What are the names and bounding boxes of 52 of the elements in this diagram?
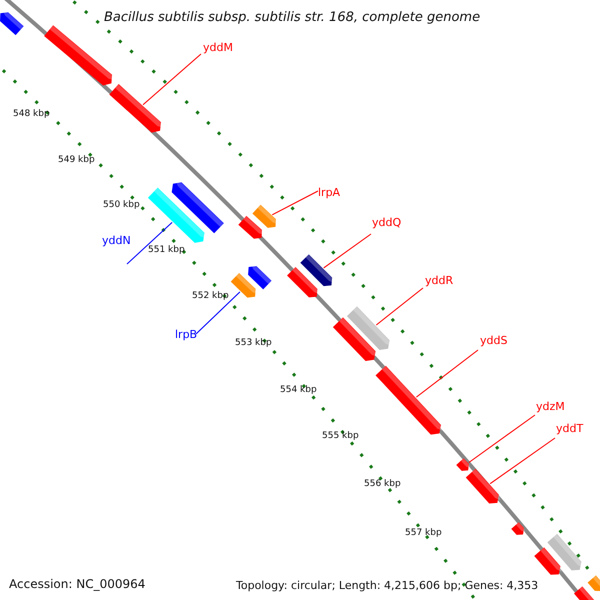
tick-label: 549 kbp (58, 156, 95, 165)
gene-label: yddN (102, 235, 131, 246)
gene-label: lrpB (175, 329, 198, 340)
gene-segment (252, 204, 278, 228)
tick-label: 552 kbp (192, 292, 229, 301)
tick-label: 550 kbp (103, 201, 140, 210)
gene-segment (238, 216, 264, 239)
gene-segment (456, 458, 470, 471)
leader-line (490, 438, 556, 484)
gene-label: lrpA (318, 187, 340, 198)
gene-label: yddT (556, 423, 584, 434)
gene-label: yddR (425, 275, 454, 286)
gene-segment (511, 522, 526, 535)
gene-label: yddQ (372, 217, 402, 228)
leader-line (126, 222, 173, 264)
tick-label: 556 kbp (364, 480, 401, 489)
gene-segment (172, 180, 224, 234)
genome-info-text: Topology: circular; Length: 4,215,606 bp; Genes: 4,353 (236, 580, 538, 591)
tick-label: 548 kbp (13, 110, 50, 119)
gene-label: ydzM (536, 401, 565, 412)
tick-label: 551 kbp (148, 246, 185, 255)
gene-segment (300, 254, 334, 286)
gene-segment (547, 534, 583, 570)
accession-text: Accession: NC_000964 (9, 578, 146, 590)
gene-label: yddS (480, 335, 508, 346)
leader-line (196, 291, 240, 334)
leader-line (468, 414, 536, 463)
gene-segment (44, 25, 114, 86)
tick-label: 553 kbp (235, 339, 272, 348)
gene-segment (574, 586, 596, 600)
leader-line (272, 190, 318, 216)
gene-segment (287, 267, 320, 298)
title: Bacillus subtilis subsp. subtilis str. 168, complete genome (104, 11, 480, 24)
gene-segment (148, 188, 206, 243)
leader-line (142, 54, 202, 106)
gene-segment (109, 84, 163, 133)
gene-segment (376, 366, 442, 435)
tick-label: 555 kbp (322, 432, 359, 441)
gene-segment (0, 10, 24, 36)
gene-segment (248, 264, 272, 290)
tick-label: 557 kbp (405, 529, 442, 538)
gene-label: yddM (203, 42, 233, 53)
leader-line (323, 234, 372, 268)
gene-segment (534, 547, 562, 575)
leader-line (416, 350, 478, 398)
gene-segment (588, 575, 600, 592)
tick-label: 554 kbp (280, 386, 317, 395)
gene-segment (332, 317, 378, 361)
gene-segment (346, 306, 392, 350)
gene-segment (466, 468, 500, 504)
gene-segment (230, 272, 258, 298)
leader-line (376, 288, 424, 326)
